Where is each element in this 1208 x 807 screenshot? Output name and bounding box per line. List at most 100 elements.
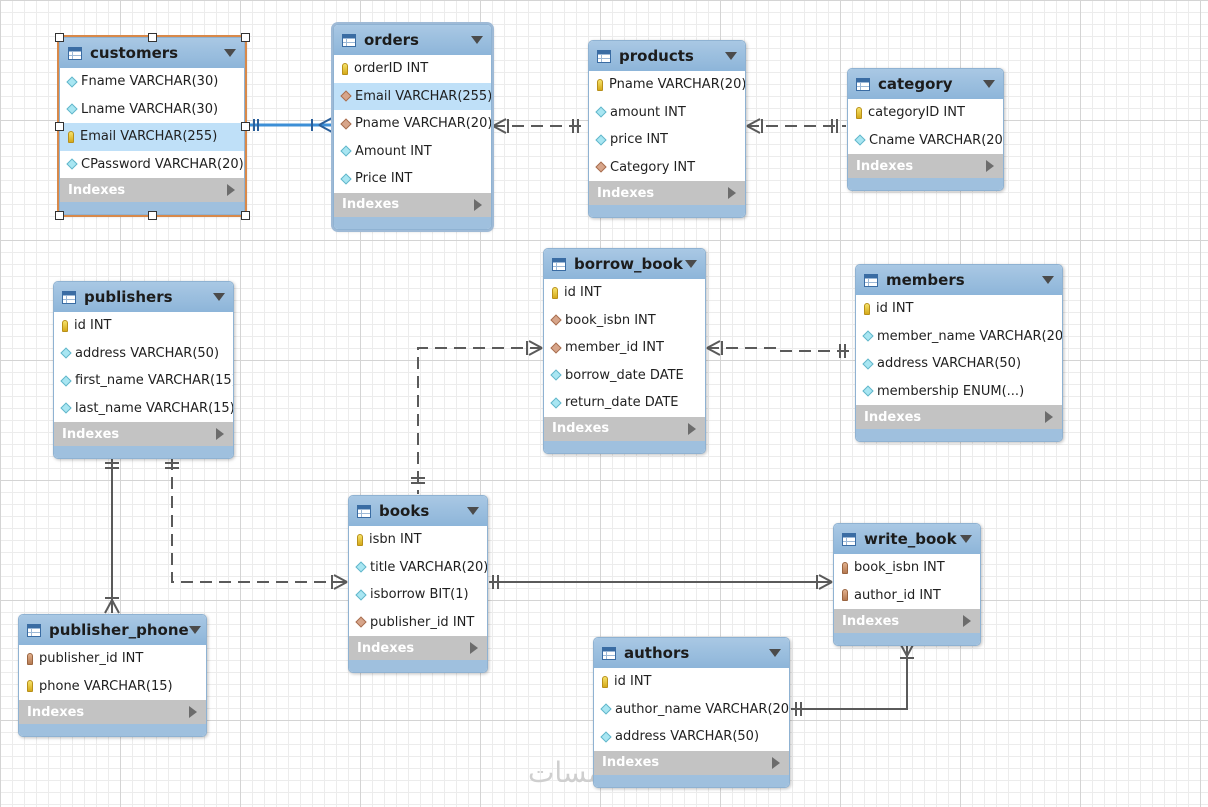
rel-borrow-books[interactable] [411, 340, 543, 494]
resize-handle[interactable] [55, 211, 64, 220]
column-row[interactable]: address VARCHAR(50) [856, 350, 1062, 378]
column-row[interactable]: Category INT [589, 154, 745, 182]
column-row[interactable]: book_isbn INT [544, 307, 705, 335]
expand-arrow-icon[interactable] [470, 642, 478, 654]
expand-arrow-icon[interactable] [986, 160, 994, 172]
table-header[interactable]: borrow_book [544, 249, 705, 279]
column-row[interactable]: first_name VARCHAR(15) [54, 367, 233, 395]
column-row[interactable]: CPassword VARCHAR(20) [60, 151, 244, 179]
column-row[interactable]: id INT [594, 668, 789, 696]
resize-handle[interactable] [148, 211, 157, 220]
resize-handle[interactable] [241, 211, 250, 220]
table-header[interactable]: category [848, 69, 1003, 99]
column-row[interactable]: id INT [544, 279, 705, 307]
expand-arrow-icon[interactable] [216, 428, 224, 440]
rel-publishers-books[interactable] [165, 458, 348, 590]
indexes-section[interactable]: Indexes [848, 154, 1003, 178]
column-row[interactable]: author_id INT [834, 582, 980, 610]
column-row[interactable]: publisher_id INT [349, 609, 487, 637]
rel-publishers-phone[interactable] [104, 458, 120, 614]
column-row[interactable]: publisher_id INT [19, 645, 206, 673]
rel-authors-write[interactable] [791, 642, 915, 716]
expand-arrow-icon[interactable] [728, 187, 736, 199]
column-row[interactable]: author_name VARCHAR(20) [594, 696, 789, 724]
column-row[interactable]: address VARCHAR(50) [594, 723, 789, 751]
resize-handle[interactable] [241, 33, 250, 42]
expand-arrow-icon[interactable] [474, 198, 482, 211]
rel-products-category[interactable] [746, 118, 846, 134]
collapse-arrow-icon[interactable] [213, 293, 225, 301]
column-row[interactable]: return_date DATE [544, 389, 705, 417]
table-header[interactable]: products [589, 41, 745, 71]
collapse-arrow-icon[interactable] [769, 649, 781, 657]
column-row[interactable]: last_name VARCHAR(15) [54, 395, 233, 423]
indexes-section[interactable]: Indexes [60, 178, 244, 202]
rel-books-write[interactable] [489, 574, 833, 590]
indexes-section[interactable]: Indexes [856, 405, 1062, 429]
table-header[interactable]: orders [334, 25, 491, 55]
resize-handle[interactable] [55, 33, 64, 42]
expand-arrow-icon[interactable] [963, 615, 971, 627]
indexes-section[interactable]: Indexes [544, 416, 705, 441]
column-row[interactable]: Lname VARCHAR(30) [60, 96, 244, 124]
table-header[interactable]: books [349, 496, 487, 526]
indexes-section[interactable]: Indexes [589, 181, 745, 205]
indexes-section[interactable]: Indexes [334, 192, 491, 217]
table-header[interactable]: members [856, 265, 1062, 295]
column-row[interactable]: member_name VARCHAR(20) [856, 323, 1062, 351]
table-header[interactable]: publishers [54, 282, 233, 312]
column-row[interactable]: Pname VARCHAR(20) [334, 110, 491, 138]
collapse-arrow-icon[interactable] [467, 507, 479, 515]
expand-arrow-icon[interactable] [227, 184, 235, 196]
column-row[interactable]: id INT [54, 312, 233, 340]
collapse-arrow-icon[interactable] [983, 80, 995, 88]
rel-borrow-members[interactable] [706, 340, 854, 358]
resize-handle[interactable] [241, 122, 250, 131]
indexes-section[interactable]: Indexes [54, 422, 233, 446]
collapse-arrow-icon[interactable] [471, 36, 483, 44]
column-row[interactable]: price INT [589, 126, 745, 154]
column-row[interactable]: Email VARCHAR(255) [334, 82, 491, 110]
column-row[interactable]: Pname VARCHAR(20) [589, 71, 745, 99]
indexes-section[interactable]: Indexes [349, 636, 487, 660]
column-row[interactable]: Amount INT [334, 138, 491, 166]
expand-arrow-icon[interactable] [688, 422, 696, 435]
column-row[interactable]: title VARCHAR(20) [349, 554, 487, 582]
rel-orders-products[interactable] [492, 118, 587, 134]
collapse-arrow-icon[interactable] [188, 626, 201, 634]
column-row[interactable]: categoryID INT [848, 99, 1003, 127]
resize-handle[interactable] [55, 122, 64, 131]
column-row[interactable]: Fname VARCHAR(30) [60, 68, 244, 96]
expand-arrow-icon[interactable] [189, 706, 197, 718]
collapse-arrow-icon[interactable] [1042, 276, 1054, 284]
column-row[interactable]: id INT [856, 295, 1062, 323]
column-row[interactable]: amount INT [589, 99, 745, 127]
indexes-section[interactable]: Indexes [834, 609, 980, 633]
collapse-arrow-icon[interactable] [725, 52, 737, 60]
column-row[interactable]: isbn INT [349, 526, 487, 554]
expand-arrow-icon[interactable] [1045, 411, 1053, 423]
column-row[interactable]: member_id INT [544, 334, 705, 362]
column-row[interactable]: orderID INT [334, 55, 491, 83]
table-header[interactable]: authors [594, 638, 789, 668]
table-header[interactable]: publisher_phone [19, 615, 206, 645]
collapse-arrow-icon[interactable] [224, 49, 236, 57]
column-row[interactable]: address VARCHAR(50) [54, 340, 233, 368]
expand-arrow-icon[interactable] [772, 756, 780, 769]
column-row[interactable]: borrow_date DATE [544, 362, 705, 390]
collapse-arrow-icon[interactable] [685, 260, 697, 268]
indexes-section[interactable]: Indexes [594, 750, 789, 775]
column-row[interactable]: isborrow BIT(1) [349, 581, 487, 609]
